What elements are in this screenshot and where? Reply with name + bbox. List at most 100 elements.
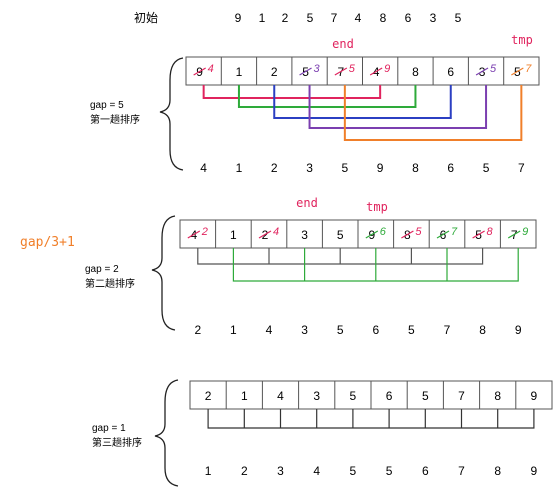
result-value: 6: [447, 161, 454, 175]
array-cell: 5: [350, 389, 357, 403]
strike-mark: [507, 230, 521, 239]
gap-group-connector: [273, 85, 452, 119]
result-value: 3: [277, 464, 284, 478]
result-value: 5: [483, 161, 490, 175]
round-3-pass-label: 第三趟排序: [92, 436, 142, 449]
result-value: 3: [306, 161, 313, 175]
round-3-connectors: [207, 409, 535, 429]
round-2-array: 42124359685675879: [179, 219, 537, 249]
result-value: 1: [230, 323, 237, 337]
handwritten-correction: 5: [490, 63, 497, 75]
initial-value: 5: [307, 11, 314, 25]
initial-value: 1: [259, 11, 266, 25]
handwritten-correction: 9: [384, 63, 390, 75]
result-value: 6: [372, 323, 379, 337]
result-value: 8: [412, 161, 419, 175]
initial-value: 4: [355, 11, 362, 25]
result-value: 5: [337, 323, 344, 337]
array-cell: 5: [422, 389, 429, 403]
initial-value: 8: [380, 11, 387, 25]
round-1-pass-label: 第一趟排序: [90, 113, 140, 126]
gap-group-connector: [202, 85, 382, 99]
result-value: 1: [205, 464, 212, 478]
strike-mark: [334, 67, 348, 76]
round-2-brace: [151, 215, 176, 331]
array-cell: 7: [458, 389, 465, 403]
round-3-result: 1 2 3 4 5 5 6 7 8 9: [205, 464, 538, 478]
result-value: 4: [266, 323, 273, 337]
round-2-tmp-marker: tmp: [366, 200, 388, 214]
result-value: 5: [350, 464, 357, 478]
array-cell: 3: [301, 228, 308, 242]
initial-value: 7: [331, 11, 338, 25]
handwritten-correction: 7: [525, 63, 532, 75]
result-value: 2: [194, 323, 201, 337]
result-value: 9: [531, 464, 538, 478]
round-3-brace: [154, 379, 179, 487]
result-value: 2: [271, 161, 278, 175]
round-2-pass-label: 第二趟排序: [85, 277, 135, 290]
round-2-gap-label: gap = 2: [85, 264, 119, 275]
array-cell: 8: [412, 65, 419, 79]
round-2-end-marker: end: [296, 196, 318, 210]
gap-formula-note: gap/3+1: [20, 235, 75, 250]
array-cell: 4: [277, 389, 284, 403]
initial-value: 9: [235, 11, 242, 25]
gap-group-connector: [207, 409, 535, 429]
strike-mark: [511, 67, 524, 76]
strike-mark: [472, 230, 485, 239]
initial-label: 初始: [134, 11, 158, 25]
strike-mark: [401, 230, 414, 239]
handwritten-correction: 3: [313, 63, 320, 75]
result-value: 5: [408, 323, 415, 337]
result-value: 8: [479, 323, 486, 337]
round-1-array: 9412537549863557: [185, 56, 540, 86]
array-cell: 6: [447, 65, 454, 79]
result-value: 3: [301, 323, 308, 337]
handwritten-correction: 2: [201, 226, 208, 238]
gap-group-connector: [237, 85, 417, 108]
result-value: 7: [518, 161, 525, 175]
result-value: 9: [377, 161, 384, 175]
result-value: 4: [200, 161, 207, 175]
handwritten-correction: 9: [522, 226, 528, 238]
array-cell: 5: [337, 228, 344, 242]
round-1: gap = 5 第一趟排序 end tmp 9412537549863557 4…: [90, 33, 540, 175]
array-cell: 6: [386, 389, 393, 403]
array-cell: 8: [494, 389, 501, 403]
result-value: 8: [494, 464, 501, 478]
result-value: 4: [313, 464, 320, 478]
handwritten-correction: 7: [451, 226, 458, 238]
result-value: 2: [241, 464, 248, 478]
array-cell: 1: [241, 389, 248, 403]
result-value: 5: [386, 464, 393, 478]
gap-group-connector: [308, 85, 488, 129]
result-value: 7: [444, 323, 451, 337]
strike-mark: [475, 67, 489, 76]
round-1-brace: [159, 57, 184, 171]
round-1-end-marker: end: [332, 37, 354, 51]
round-2: gap = 2 第二趟排序 end tmp 42124359685675879 …: [85, 196, 537, 337]
strike-mark: [369, 67, 383, 76]
array-cell: 2: [271, 65, 278, 79]
array-cell: 1: [230, 228, 237, 242]
strike-mark: [187, 230, 201, 239]
array-cell: 1: [236, 65, 243, 79]
result-value: 6: [422, 464, 429, 478]
result-value: 7: [458, 464, 465, 478]
round-1-gap-label: gap = 5: [90, 100, 124, 111]
round-3: gap = 1 第三趟排序 2 1 4 3 5 6 5 7 8 9 1 2 3 4 5 5 6 7 8 9: [92, 379, 553, 487]
handwritten-correction: 4: [273, 226, 279, 238]
array-cell: 9: [531, 389, 538, 403]
array-cell: 2: [205, 389, 212, 403]
initial-value: 3: [430, 11, 437, 25]
result-value: 5: [342, 161, 349, 175]
strike-mark: [365, 230, 379, 239]
round-1-connectors: [202, 85, 523, 141]
round-3-gap-label: gap = 1: [92, 423, 126, 434]
round-1-tmp-marker: tmp: [511, 33, 533, 47]
strike-mark: [299, 67, 312, 76]
